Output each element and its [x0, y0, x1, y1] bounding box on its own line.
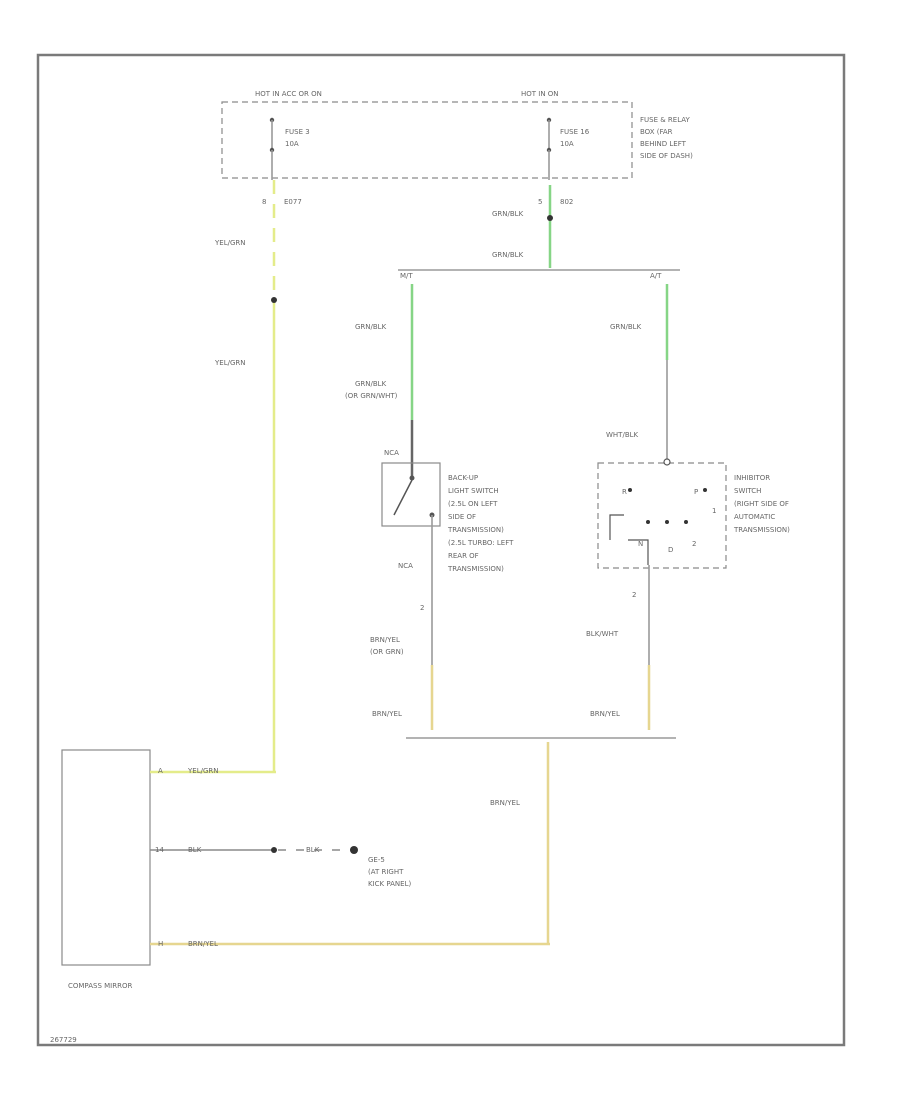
left-circuit-number: E077 — [284, 198, 302, 206]
inhibitor-pin: 2 — [632, 591, 636, 599]
backup-switch-label-1: BACK-UP — [448, 474, 478, 482]
ground-terminal-icon — [350, 846, 358, 854]
right-circuit-pin: 5 — [538, 198, 542, 206]
grn-blk-junction-dot — [547, 215, 553, 221]
mt-branch-wire-alt-2: (OR GRN/WHT) — [345, 392, 398, 400]
backup-switch-wire-out: BRN/YEL — [370, 636, 400, 644]
compass-mirror — [61, 749, 151, 966]
ground-location-2: KICK PANEL) — [368, 880, 411, 888]
mirror-pin-b: 14 — [155, 846, 164, 854]
compass-mirror-label: COMPASS MIRROR — [68, 982, 132, 990]
backup-switch-label-3: (2.5L ON LEFT — [448, 500, 498, 508]
mirror-pin-c-wire-label: BRN/YEL — [188, 940, 218, 948]
at-branch-lower-wire-label: WHT/BLK — [606, 431, 639, 439]
inhibitor-switch — [597, 462, 727, 569]
inhibitor-contact-p — [703, 488, 707, 492]
inhibitor-gear-1: 1 — [712, 507, 716, 515]
at-branch-wire-label: GRN/BLK — [610, 323, 642, 331]
backup-switch-wire-out-2: BRN/YEL — [372, 710, 402, 718]
inhibitor-contact-d — [665, 520, 669, 524]
inhibitor-contact-r — [628, 488, 632, 492]
inhibitor-switch-label-3: (RIGHT SIDE OF — [734, 500, 789, 508]
fuse-box-right-source: HOT IN ON — [521, 90, 559, 98]
fuse-box-location-2: BOX (FAR — [640, 128, 673, 136]
fuse-right-label: FUSE 16 — [560, 128, 590, 136]
fuse-left-amp: 10A — [285, 140, 299, 148]
inhibitor-gear-2: 2 — [692, 540, 696, 548]
inhibitor-wire-out-2: BRN/YEL — [590, 710, 620, 718]
mirror-pin-a-wire-label: YEL/GRN — [187, 767, 218, 775]
inhibitor-gear-n: N — [638, 540, 643, 548]
backup-light-switch — [381, 462, 441, 527]
inhibitor-gear-d: D — [668, 546, 673, 554]
inhibitor-switch-label-5: TRANSMISSION) — [733, 526, 790, 534]
inhibitor-gear-p: P — [694, 488, 698, 496]
fuse-box-location-3: BEHIND LEFT — [640, 140, 687, 148]
left-wire-color-1: YEL/GRN — [214, 239, 245, 247]
mirror-pin-c: H — [158, 940, 163, 948]
inhibitor-switch-top-terminal — [663, 458, 671, 466]
backup-switch-label-6: (2.5L TURBO: LEFT — [448, 539, 514, 547]
fuse-right-amp: 10A — [560, 140, 574, 148]
inhibitor-internal-link — [628, 539, 649, 565]
backup-switch-top-contact — [409, 475, 415, 481]
inhibitor-switch-label-2: SWITCH — [734, 487, 761, 495]
inhibitor-gear-r: R — [622, 488, 627, 496]
splice-wire-label: BRN/YEL — [490, 799, 520, 807]
fuse-relay-box — [221, 101, 633, 179]
backup-switch-pin-top: NCA — [384, 449, 399, 457]
inhibitor-wire-out: BLK/WHT — [586, 630, 619, 638]
backup-switch-label-2: LIGHT SWITCH — [448, 487, 499, 495]
mirror-pin-a: A — [158, 767, 163, 775]
backup-switch-label-4: SIDE OF — [448, 513, 476, 521]
fuse-box-location-1: FUSE & RELAY — [640, 116, 691, 124]
left-circuit-pin: 8 — [262, 198, 266, 206]
mt-branch-wire-alt-1: GRN/BLK — [355, 380, 387, 388]
backup-switch-label-8: TRANSMISSION) — [447, 565, 504, 573]
branch-left-tag: M/T — [400, 272, 413, 280]
fuse-box-location-4: SIDE OF DASH) — [640, 152, 693, 160]
fuse-box-left-source: HOT IN ACC OR ON — [255, 90, 322, 98]
inhibitor-contact-n — [646, 520, 650, 524]
backup-switch-contact-arm — [393, 479, 413, 516]
backup-switch-label-5: TRANSMISSION) — [447, 526, 504, 534]
inhibitor-switch-label-4: AUTOMATIC — [734, 513, 775, 521]
inhibitor-contact-2 — [684, 520, 688, 524]
right-wire-upper-label: GRN/BLK — [492, 210, 524, 218]
backup-switch-label-7: REAR OF — [448, 552, 479, 560]
mirror-pin-b-wire-label: BLK — [188, 846, 202, 854]
ground-location-1: (AT RIGHT — [368, 868, 404, 876]
inhibitor-switch-label-1: INHIBITOR — [734, 474, 770, 482]
backup-switch-pin-2: 2 — [420, 604, 424, 612]
inhibitor-contact-bar — [609, 514, 624, 540]
backup-switch-pin-bottom: NCA — [398, 562, 413, 570]
diagram-frame — [36, 53, 846, 1047]
right-circuit-number: 802 — [560, 198, 573, 206]
backup-switch-wire-out-alt: (OR GRN) — [370, 648, 404, 656]
branch-right-tag: A/T — [650, 272, 662, 280]
yel-grn-connector-dot — [271, 297, 277, 303]
footer-code: 267729 — [50, 1036, 77, 1044]
left-wire-color-2: YEL/GRN — [214, 359, 245, 367]
right-wire-split-label: GRN/BLK — [492, 251, 524, 259]
mt-branch-wire-label: GRN/BLK — [355, 323, 387, 331]
ground-id: GE-5 — [368, 856, 385, 864]
ground-splice-dot — [271, 847, 277, 853]
fuse-left-label: FUSE 3 — [285, 128, 310, 136]
ground-wire-label: BLK — [306, 846, 320, 854]
